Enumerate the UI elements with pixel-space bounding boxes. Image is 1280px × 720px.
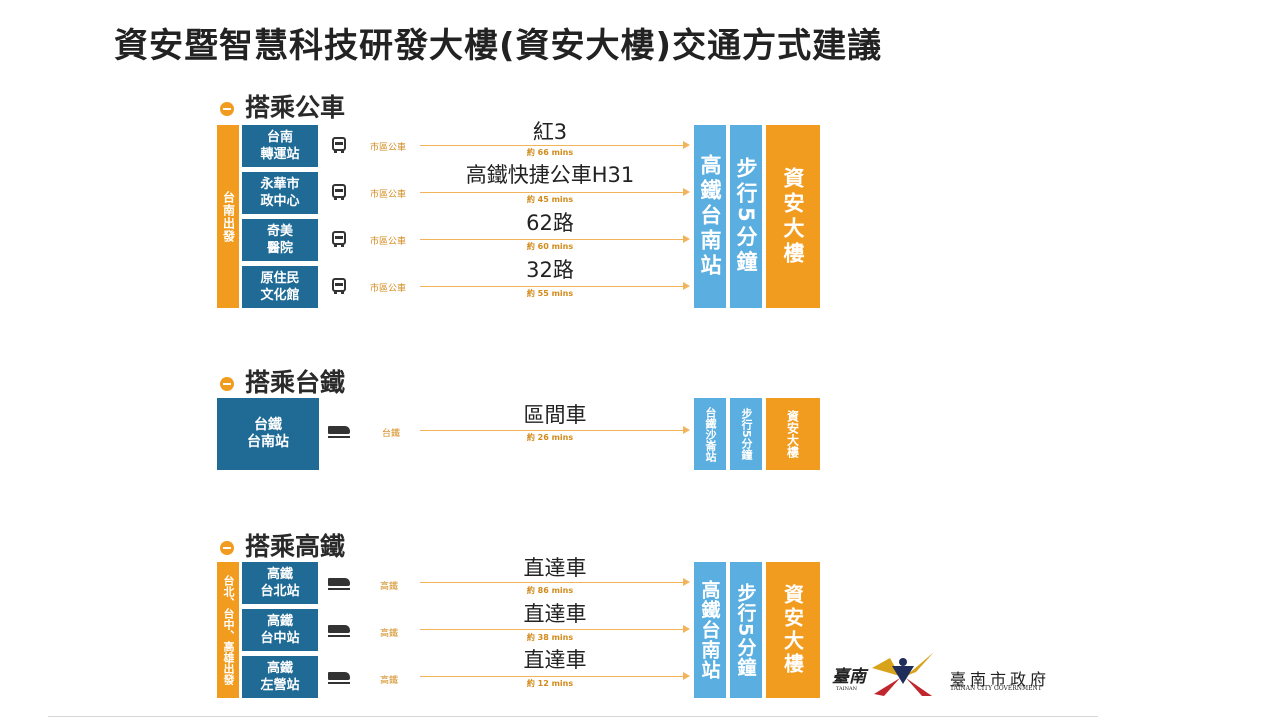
bus-origin-station: 永華市 政中心	[242, 172, 318, 214]
tra-origin-station: 台鐵 台南站	[217, 398, 319, 470]
train-icon	[328, 672, 350, 684]
bus-destination-walk: 步行5分鐘	[730, 125, 762, 308]
bus-mode-label: 市區公車	[370, 237, 407, 247]
train-icon	[328, 578, 350, 590]
hsr-origin-station: 高鐵 左營站	[242, 656, 318, 698]
logo-small-en: TAINAN	[836, 686, 858, 692]
bus-icon	[332, 137, 346, 153]
bus-destination-station: 高鐵台南站	[694, 125, 726, 308]
bus-route-time: 約 60 mins	[526, 242, 574, 251]
bus-route-name: 紅3	[532, 120, 568, 144]
route-arrow	[420, 141, 690, 149]
bus-destination-building: 資安大樓	[766, 125, 820, 308]
tra-route-name: 區間車	[523, 403, 587, 427]
hsr-mode-label: 高鐵	[380, 629, 399, 639]
logo-name-en: TAINAN CITY GOVERNMENT	[950, 685, 1042, 692]
bus-route-name: 62路	[526, 211, 574, 235]
hsr-route-time: 約 38 mins	[526, 633, 574, 642]
bus-origin-station: 奇美 醫院	[242, 219, 318, 261]
bus-mode-label: 市區公車	[370, 143, 407, 153]
hsr-route-time: 約 12 mins	[526, 679, 574, 688]
route-arrow	[420, 625, 690, 633]
bus-mode-label: 市區公車	[370, 284, 407, 294]
hsr-destination-station: 高鐵台南站	[694, 562, 726, 698]
hsr-mode-label: 高鐵	[380, 676, 399, 686]
route-arrow	[420, 672, 690, 680]
bus-origin-station: 原住民 文化館	[242, 266, 318, 308]
hsr-section-heading: 搭乘高鐵	[245, 532, 346, 561]
route-arrow	[420, 426, 690, 434]
hsr-route-name: 直達車	[523, 556, 587, 580]
tra-route-time: 約 26 mins	[526, 433, 574, 442]
tra-mode-label: 台鐵	[382, 429, 401, 439]
tra-destination-station: 台鐵沙崙站	[694, 398, 726, 470]
bus-icon	[332, 278, 346, 294]
tra-destination-walk: 步行5分鐘	[730, 398, 762, 470]
tra-destination-building: 資安大樓	[766, 398, 820, 470]
hsr-destination-walk: 步行5分鐘	[730, 562, 762, 698]
bus-origin-station: 台南 轉運站	[242, 125, 318, 167]
route-arrow	[420, 578, 690, 586]
bus-section-heading: 搭乘公車	[245, 93, 346, 122]
hsr-origin-station: 高鐵 台北站	[242, 562, 318, 604]
hsr-destination-building: 資安大樓	[766, 562, 820, 698]
route-arrow	[420, 235, 690, 243]
route-arrow	[420, 188, 690, 196]
hsr-section-bullet-icon	[220, 541, 234, 555]
bus-route-time: 約 55 mins	[526, 289, 574, 298]
tra-section-heading: 搭乘台鐵	[245, 368, 346, 397]
bus-icon	[332, 184, 346, 200]
tainan-emblem-icon	[872, 652, 934, 696]
page-title: 資安暨智慧科技研發大樓(資安大樓)交通方式建議	[114, 26, 883, 66]
bus-route-time: 約 66 mins	[526, 148, 574, 157]
route-arrow	[420, 282, 690, 290]
logo-calligraphy: 臺南	[832, 667, 866, 687]
bus-route-name: 32路	[526, 258, 574, 282]
hsr-origin-station: 高鐵 台中站	[242, 609, 318, 651]
bus-mode-label: 市區公車	[370, 190, 407, 200]
train-icon	[328, 426, 350, 438]
bus-icon	[332, 231, 346, 247]
footer-divider	[48, 716, 1098, 717]
logo-name-zh: 臺南市政府	[950, 670, 1051, 689]
hsr-route-time: 約 86 mins	[526, 586, 574, 595]
hsr-origin-city-label: 台北、台中、高雄出發	[217, 562, 239, 698]
bus-section-bullet-icon	[220, 102, 234, 116]
tainan-city-government-logo: 臺南 TAINAN 臺南市政府 TAINAN CITY GOVERNMENT	[830, 650, 1090, 700]
bus-origin-city-label: 台南出發	[217, 125, 239, 308]
tra-section-bullet-icon	[220, 377, 234, 391]
train-icon	[328, 625, 350, 637]
hsr-mode-label: 高鐵	[380, 582, 399, 592]
bus-route-time: 約 45 mins	[526, 195, 574, 204]
hsr-route-name: 直達車	[523, 648, 587, 672]
bus-route-name: 高鐵快捷公車H31	[465, 163, 635, 187]
hsr-route-name: 直達車	[523, 602, 587, 626]
